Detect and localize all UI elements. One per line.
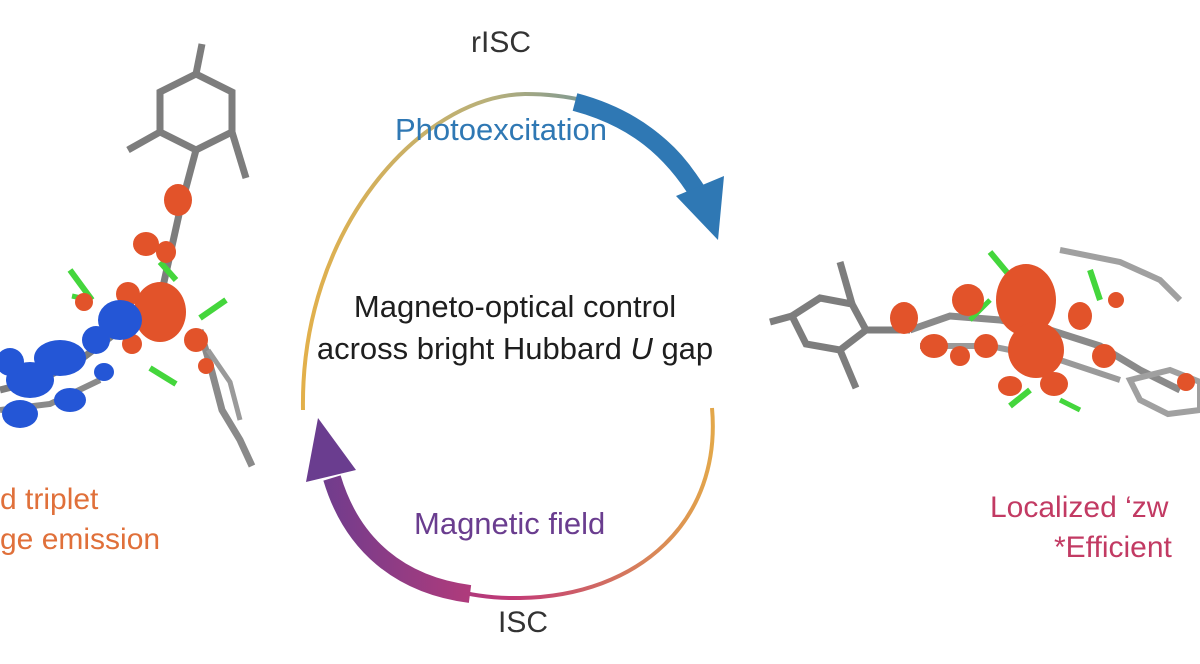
right-caption-line1: Localized ‘zw <box>990 491 1169 524</box>
cycle-arrows <box>300 91 724 603</box>
photoexcitation-arc-thick <box>572 93 708 201</box>
isc-label: ISC <box>498 606 549 639</box>
left-molecule-illustration <box>0 43 256 468</box>
magnetic-field-arc-thick <box>323 475 472 603</box>
left-caption-line1: d triplet <box>0 483 99 516</box>
magnetic-field-label: Magnetic field <box>414 506 606 541</box>
center-caption-line2: across bright Hubbard U gap <box>316 331 714 366</box>
right-molecule-illustration <box>769 247 1200 418</box>
right-caption: Localized ‘zw *Efficient <box>990 488 1200 568</box>
hubbard-u-symbol: U <box>630 331 653 366</box>
risc-label: rISC <box>471 26 531 59</box>
center-caption-line1: Magneto-optical control <box>353 289 677 324</box>
left-caption-line2: ge emission <box>0 523 161 556</box>
magnetic-field-arrowhead <box>306 418 356 482</box>
left-caption: d triplet ge emission <box>0 480 160 560</box>
photoexcitation-label: Photoexcitation <box>395 112 607 147</box>
photoexcitation-arrowhead <box>676 176 724 240</box>
right-caption-line2: *Efficient <box>1054 531 1172 564</box>
center-caption: Magneto-optical control across bright Hu… <box>265 286 765 370</box>
